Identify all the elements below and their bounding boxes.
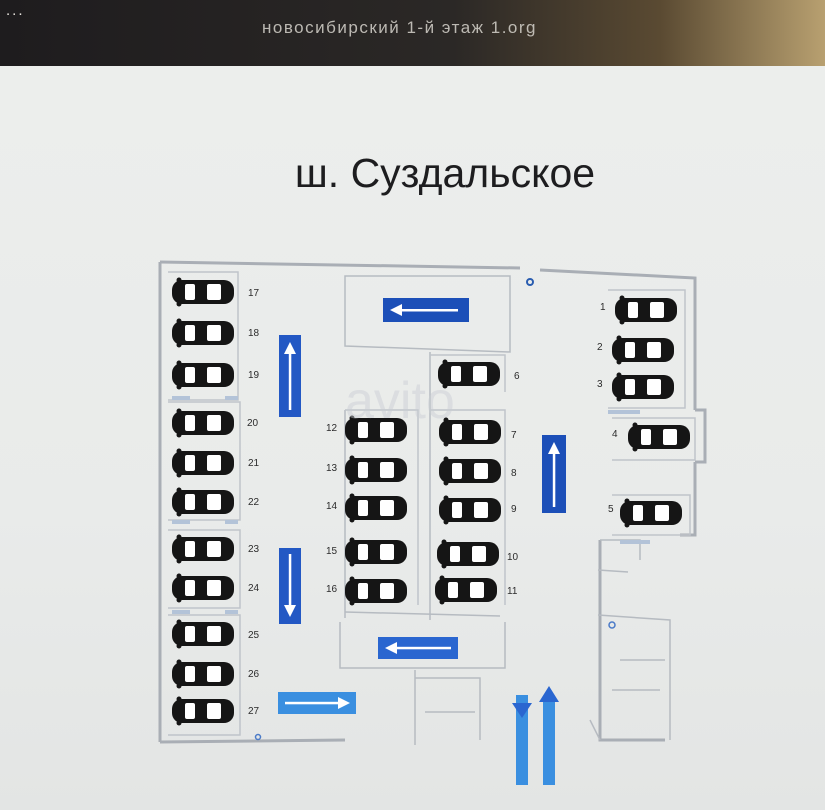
- spot-number: 10: [507, 552, 519, 563]
- spot-number: 9: [511, 504, 517, 515]
- spot-number: 12: [326, 423, 338, 434]
- spot-number: 2: [597, 342, 603, 353]
- spot-number: 15: [326, 546, 338, 557]
- spot-number: 4: [612, 429, 618, 440]
- spot-number: 24: [248, 583, 260, 594]
- spot-number: 23: [248, 544, 260, 555]
- spot-number: 13: [326, 463, 338, 474]
- spot-number: 5: [608, 504, 614, 515]
- menu-dots-icon[interactable]: ...: [6, 2, 25, 19]
- spot-number: 11: [507, 586, 518, 597]
- spot-number: 16: [326, 584, 338, 595]
- traffic-arrows: [278, 298, 566, 785]
- spot-number: 17: [248, 288, 260, 299]
- street-title: ш. Суздальское: [294, 150, 596, 196]
- spot-number: 26: [248, 669, 260, 680]
- spot-number: 3: [597, 379, 603, 390]
- file-name: новосибирский 1-й этаж 1.org: [262, 18, 538, 37]
- spot-number: 6: [514, 371, 520, 382]
- spot-number: 8: [511, 468, 517, 479]
- spot-number: 7: [511, 430, 517, 441]
- spot-number: 20: [247, 418, 259, 429]
- spot-number: 1: [600, 302, 606, 313]
- spot-number: 21: [248, 458, 260, 469]
- spot-number: 18: [248, 328, 260, 339]
- spot-number: 27: [248, 706, 260, 717]
- spot-number: 14: [326, 501, 338, 512]
- spot-number: 22: [248, 497, 260, 508]
- spot-number: 25: [248, 630, 260, 641]
- watermark: avito: [345, 372, 455, 430]
- browser-topbar: ... новосибирский 1-й этаж 1.org: [0, 0, 825, 66]
- spot-number: 19: [248, 370, 260, 381]
